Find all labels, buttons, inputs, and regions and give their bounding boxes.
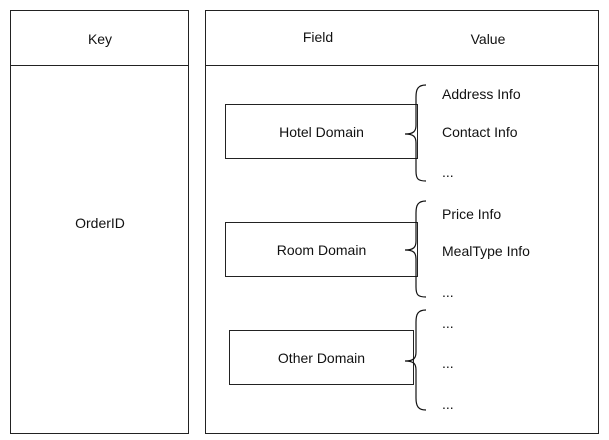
room-value-1: Price Info (442, 206, 502, 222)
other-domain-box: Other Domain (229, 330, 414, 385)
key-header-row (11, 11, 188, 66)
field-header: Field (302, 29, 334, 45)
room-domain-box: Room Domain (225, 222, 418, 277)
room-domain-label: Room Domain (276, 241, 367, 258)
hotel-value-1: Address Info (442, 86, 521, 102)
other-value-1: ... (442, 315, 454, 331)
other-value-3: ... (442, 396, 454, 412)
room-domain-brace (404, 200, 427, 298)
key-header: Key (87, 31, 113, 47)
field-value-panel: Field Value Hotel Domain Address Info Co… (205, 10, 599, 434)
value-header: Value (470, 31, 506, 47)
key-panel: Key OrderID (10, 10, 189, 434)
hotel-value-3: ... (442, 164, 454, 180)
hotel-value-2: Contact Info (442, 124, 518, 140)
room-value-2: MealType Info (442, 243, 530, 259)
room-value-3: ... (442, 284, 454, 300)
order-id-label: OrderID (75, 215, 125, 231)
other-domain-brace (404, 309, 427, 411)
other-value-2: ... (442, 355, 454, 371)
field-value-header-row (206, 11, 598, 66)
hotel-domain-brace (404, 84, 427, 182)
hotel-domain-label: Hotel Domain (279, 123, 364, 140)
hotel-domain-box: Hotel Domain (225, 104, 418, 159)
other-domain-label: Other Domain (277, 349, 366, 366)
